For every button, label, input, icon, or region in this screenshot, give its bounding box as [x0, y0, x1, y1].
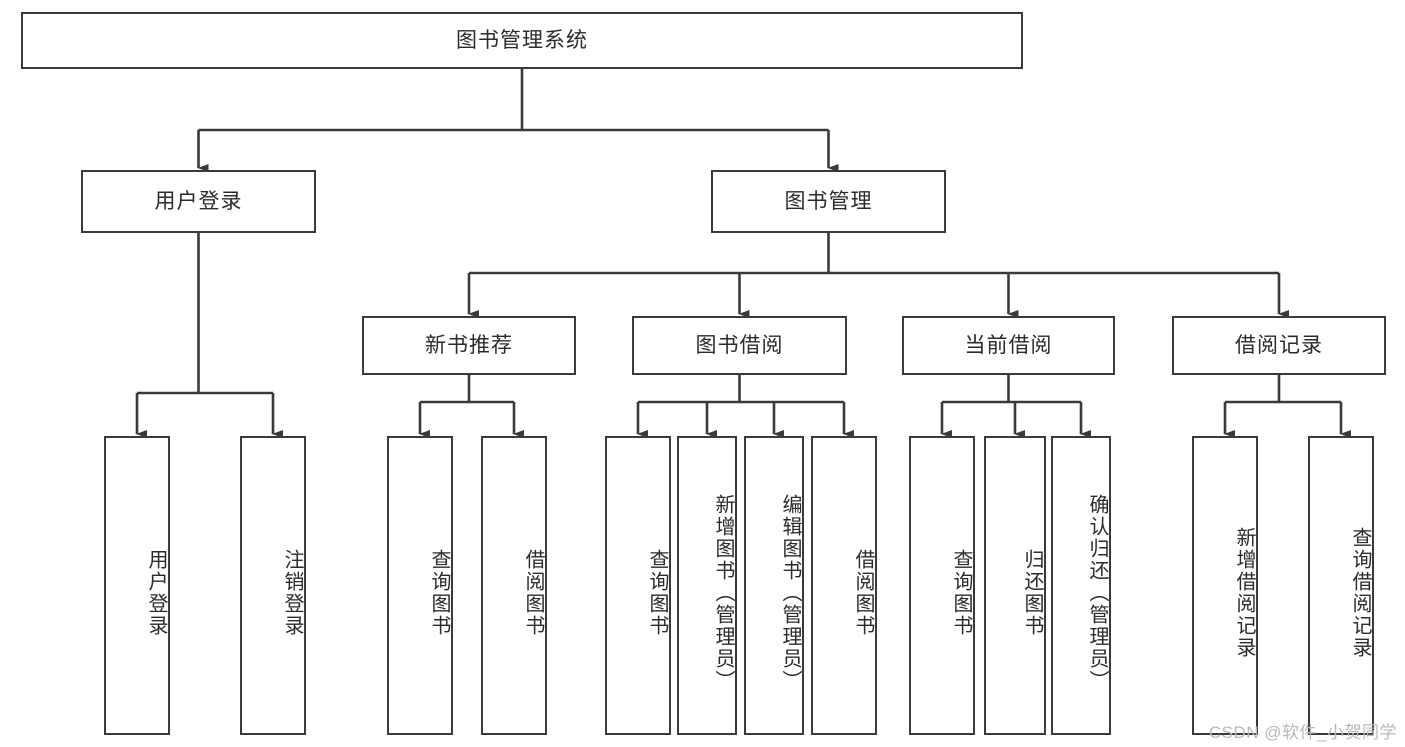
node-root[interactable]: 图书管理系统 — [21, 12, 1023, 69]
node-borrow-record[interactable]: 借阅记录 — [1172, 316, 1386, 375]
node-label: 新增借阅记录 — [1233, 526, 1255, 659]
node-label: 用户登录 — [145, 548, 167, 637]
node-label: 归还图书 — [1021, 548, 1043, 637]
node-label: 用户登录 — [154, 189, 243, 213]
node-new-book-rec[interactable]: 新书推荐 — [362, 316, 576, 375]
node-leaf-user-logout[interactable]: 注销登录 — [240, 436, 306, 735]
node-leaf-user-login[interactable]: 用户登录 — [104, 436, 170, 735]
node-leaf-return-book[interactable]: 归还图书 — [984, 436, 1046, 735]
node-leaf-borrow-book-2[interactable]: 借阅图书 — [811, 436, 877, 735]
node-label: 查询图书 — [428, 548, 450, 637]
node-label: 新书推荐 — [425, 333, 513, 357]
node-label: 当前借阅 — [964, 333, 1053, 357]
node-label: 查询借阅记录 — [1349, 526, 1371, 659]
node-label: 确认归还（管理员） — [1086, 493, 1108, 692]
node-leaf-add-record[interactable]: 新增借阅记录 — [1192, 436, 1258, 735]
node-leaf-add-book[interactable]: 新增图书（管理员） — [677, 436, 737, 735]
node-leaf-query-book-3[interactable]: 查询图书 — [909, 436, 975, 735]
node-label: 新增图书（管理员） — [712, 493, 734, 692]
node-book-borrow[interactable]: 图书借阅 — [632, 316, 847, 375]
node-label: 查询图书 — [646, 548, 668, 637]
node-current-borrow[interactable]: 当前借阅 — [902, 316, 1115, 375]
node-label: 借阅图书 — [522, 548, 544, 637]
node-label: 编辑图书（管理员） — [779, 493, 801, 692]
node-label: 图书借阅 — [695, 333, 784, 357]
node-leaf-query-book-1[interactable]: 查询图书 — [387, 436, 453, 735]
node-book-manage[interactable]: 图书管理 — [711, 170, 946, 233]
node-leaf-query-record[interactable]: 查询借阅记录 — [1308, 436, 1374, 735]
node-leaf-confirm-return[interactable]: 确认归还（管理员） — [1051, 436, 1111, 735]
node-leaf-borrow-book-1[interactable]: 借阅图书 — [481, 436, 547, 735]
node-leaf-query-book-2[interactable]: 查询图书 — [605, 436, 671, 735]
node-leaf-edit-book[interactable]: 编辑图书（管理员） — [744, 436, 804, 735]
node-label: 图书管理系统 — [456, 28, 588, 52]
node-label: 查询图书 — [950, 548, 972, 637]
node-label: 图书管理 — [784, 189, 873, 213]
node-label: 注销登录 — [281, 548, 303, 637]
node-label: 借阅图书 — [852, 548, 874, 637]
node-label: 借阅记录 — [1235, 333, 1323, 357]
node-user-login[interactable]: 用户登录 — [81, 170, 316, 233]
